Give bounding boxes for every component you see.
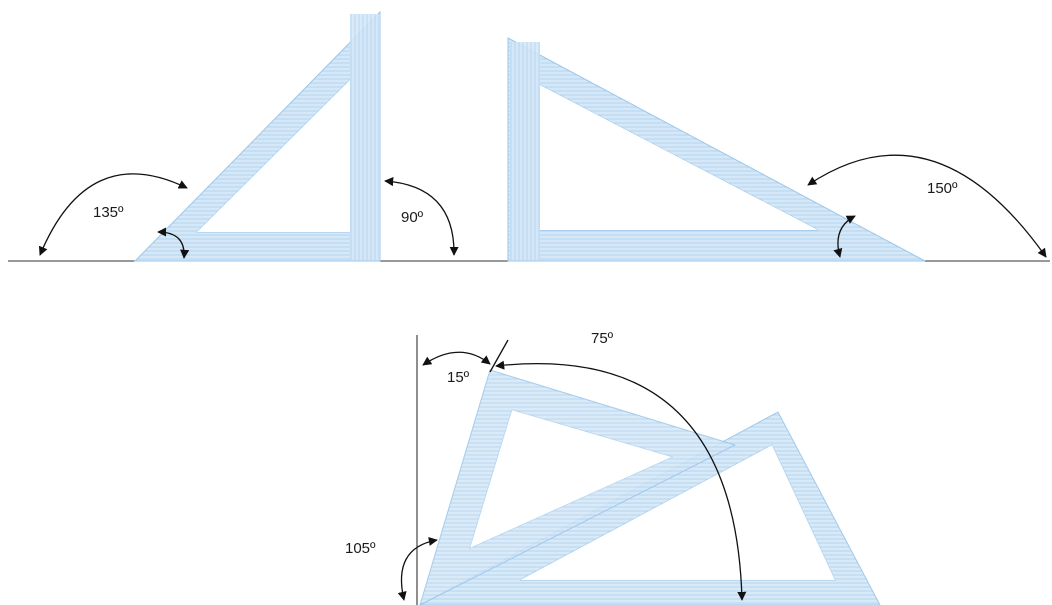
arc-105 — [397, 536, 438, 601]
label-90: 90º — [401, 209, 424, 226]
arc-135 — [38, 173, 188, 256]
arc-75 — [495, 360, 747, 601]
label-150: 150º — [927, 180, 958, 197]
tick-line-top — [489, 339, 509, 373]
set-square-30-60 — [507, 37, 926, 262]
label-135: 135º — [93, 204, 124, 221]
label-105: 105º — [345, 540, 376, 557]
arc-150 — [807, 154, 1047, 258]
arc-45-base — [157, 227, 190, 259]
arc-90 — [384, 177, 459, 256]
label-15: 15º — [447, 369, 470, 386]
arc-15 — [422, 351, 491, 366]
arc-30-base — [833, 215, 856, 258]
set-square-45 — [133, 10, 381, 262]
label-75: 75º — [591, 330, 614, 347]
